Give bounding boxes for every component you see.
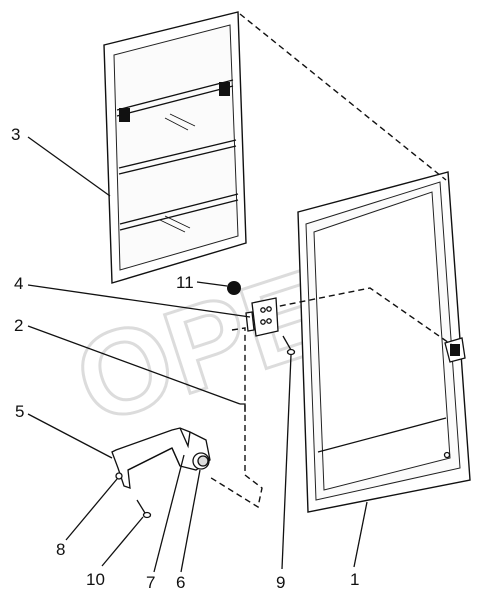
part-1-door	[297, 171, 471, 513]
part-6-knob	[192, 452, 210, 470]
part-7-handle	[111, 427, 211, 489]
label-5: 5	[15, 402, 24, 421]
leader-3	[27, 136, 111, 197]
leader-11	[196, 281, 228, 287]
label-3: 3	[11, 125, 20, 144]
dashed-guide-4	[207, 415, 263, 509]
label-6: 6	[176, 573, 185, 592]
leader-8	[65, 478, 118, 541]
part-10-screw	[136, 499, 152, 519]
label-1: 1	[350, 570, 359, 589]
label-11: 11	[176, 273, 194, 292]
dashed-guide-1	[239, 13, 447, 181]
leader-9	[281, 354, 292, 570]
label-8: 8	[56, 540, 65, 559]
leader-10	[101, 516, 144, 567]
part-4-lock-bracket	[245, 297, 279, 337]
part-8-screw-head	[115, 472, 123, 480]
leader-2	[27, 325, 241, 405]
part-11-ball	[227, 281, 241, 295]
dashed-guide-2	[269, 287, 453, 346]
dashed-guide-3	[231, 327, 246, 415]
leader-5	[27, 413, 113, 459]
leader-7	[153, 454, 185, 573]
pad-right	[219, 82, 230, 96]
label-2: 2	[14, 316, 23, 335]
pad-left	[119, 108, 130, 122]
door-latch	[450, 344, 460, 356]
leader-4	[27, 284, 251, 318]
leader-6	[180, 469, 201, 573]
part-3-window-sash	[103, 11, 247, 284]
label-4: 4	[14, 274, 23, 293]
label-10: 10	[86, 570, 105, 589]
part-9-screw	[282, 335, 296, 356]
label-7: 7	[146, 573, 155, 592]
label-9: 9	[276, 573, 285, 592]
part-2-rod	[240, 403, 246, 412]
leader-1	[353, 501, 368, 568]
